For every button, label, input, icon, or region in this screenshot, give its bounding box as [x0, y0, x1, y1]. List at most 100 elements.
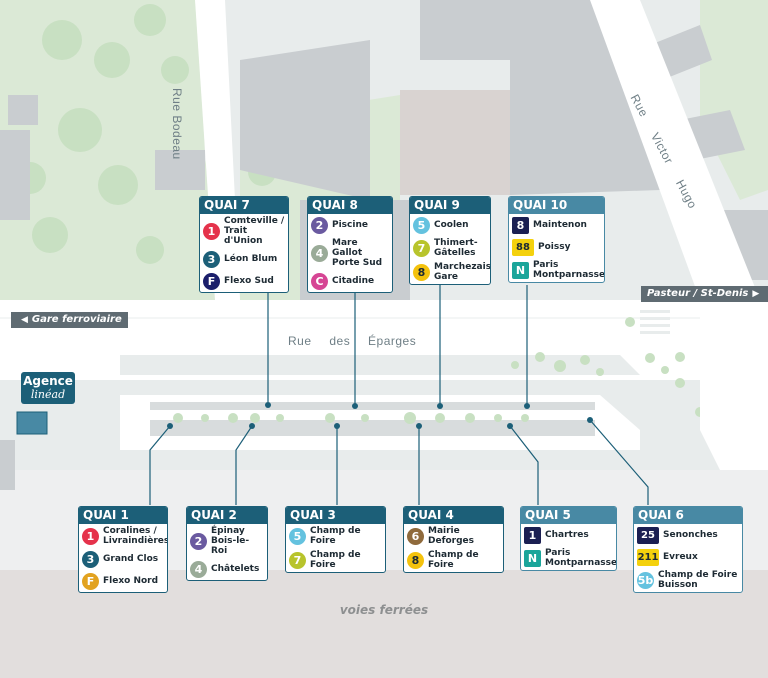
- quai-title: QUAI 7: [200, 197, 288, 214]
- line-badge: 2: [190, 532, 207, 550]
- line-badge: 3: [82, 550, 99, 568]
- line-destination: Champ de Foire: [310, 526, 361, 546]
- line-badge: 5: [289, 527, 306, 545]
- line-destination: Champ de Foire Buisson: [658, 570, 738, 590]
- line-badge: 8: [512, 216, 529, 234]
- line-destination: Thimert-Gâtelles: [434, 238, 478, 258]
- quai-title: QUAI 1: [79, 507, 167, 524]
- line-destination: Coolen: [434, 220, 469, 230]
- agence-title: Agence: [23, 374, 73, 388]
- line-badge: N: [524, 549, 541, 567]
- line-row: F Flexo Nord: [79, 570, 167, 592]
- line-destination: Champ de Foire: [310, 550, 361, 570]
- line-badge: 88: [512, 238, 534, 256]
- line-badge: 8: [407, 551, 424, 569]
- direction-gare-text: Gare ferroviaire: [31, 314, 122, 325]
- line-destination: Senonches: [663, 530, 718, 540]
- line-destination: Chartres: [545, 530, 589, 540]
- street-label-rue-des-eparges: Rue des Éparges: [288, 334, 417, 348]
- line-badge: 7: [413, 239, 430, 257]
- street-label-rue-bodeau: Rue Bodeau: [170, 88, 184, 160]
- line-badge: 7: [289, 551, 306, 569]
- line-destination: Evreux: [663, 552, 698, 562]
- line-row: 5 Coolen: [410, 214, 490, 236]
- line-row: 88 Poissy: [509, 236, 604, 258]
- arrow-left-icon: ◀: [21, 315, 28, 325]
- line-row: 1 Chartres: [521, 524, 616, 546]
- line-destination: Épinay Bois-le-Roi: [211, 526, 250, 556]
- quai-title: QUAI 4: [404, 507, 503, 524]
- line-row: 8 Maintenon: [509, 214, 604, 236]
- line-row: 4 Châtelets: [187, 558, 267, 580]
- line-badge: 211: [637, 548, 659, 566]
- quai-title: QUAI 5: [521, 507, 616, 524]
- line-badge: F: [82, 572, 99, 590]
- line-badge: 1: [82, 527, 99, 545]
- line-badge: 3: [203, 250, 220, 268]
- line-destination: Paris Montparnasse: [545, 548, 617, 568]
- direction-gare-ferroviaire: ◀Gare ferroviaire: [11, 312, 128, 328]
- line-destination: Flexo Nord: [103, 576, 159, 586]
- line-badge: 25: [637, 526, 659, 544]
- line-row: C Citadine: [308, 270, 392, 292]
- quai-title: QUAI 9: [410, 197, 490, 214]
- agence-brand: linéad: [30, 388, 66, 401]
- line-destination: Poissy: [538, 242, 571, 252]
- line-row: 3 Léon Blum: [200, 248, 288, 270]
- line-row: 25 Senonches: [634, 524, 742, 546]
- quai-title: QUAI 10: [509, 197, 604, 214]
- line-destination: Grand Clos: [103, 554, 159, 564]
- line-destination: Piscine: [332, 220, 368, 230]
- line-destination: Flexo Sud: [224, 276, 274, 286]
- line-destination: Léon Blum: [224, 254, 278, 264]
- line-badge: 2: [311, 216, 328, 234]
- line-destination: Marchezais Gare: [434, 262, 491, 282]
- line-destination: Châtelets: [211, 564, 260, 574]
- line-badge: 1: [203, 222, 220, 240]
- line-badge: 4: [190, 560, 207, 578]
- line-destination: Maintenon: [533, 220, 587, 230]
- line-destination: Comteville / Trait d'Union: [224, 216, 285, 246]
- quai-title: QUAI 3: [286, 507, 385, 524]
- arrow-right-icon: ▶: [752, 289, 760, 299]
- line-destination: Mairie Deforges: [428, 526, 475, 546]
- line-badge: C: [311, 272, 328, 290]
- direction-pasteur-st-denis: Pasteur / St-Denis▶: [641, 286, 768, 302]
- line-destination: Paris Montparnasse: [533, 260, 605, 280]
- quai-title: QUAI 6: [634, 507, 742, 524]
- line-badge: 5: [413, 216, 430, 234]
- quai-title: QUAI 8: [308, 197, 392, 214]
- line-badge: 4: [311, 244, 328, 262]
- quai-title: QUAI 2: [187, 507, 267, 524]
- line-row: 211 Evreux: [634, 546, 742, 568]
- line-badge: 1: [524, 526, 541, 544]
- line-destination: Champ de Foire: [428, 550, 479, 570]
- line-badge: 5b: [637, 571, 654, 589]
- rail-tracks-label: voies ferrées: [339, 603, 429, 617]
- line-destination: Citadine: [332, 276, 375, 286]
- line-row: 3 Grand Clos: [79, 548, 167, 570]
